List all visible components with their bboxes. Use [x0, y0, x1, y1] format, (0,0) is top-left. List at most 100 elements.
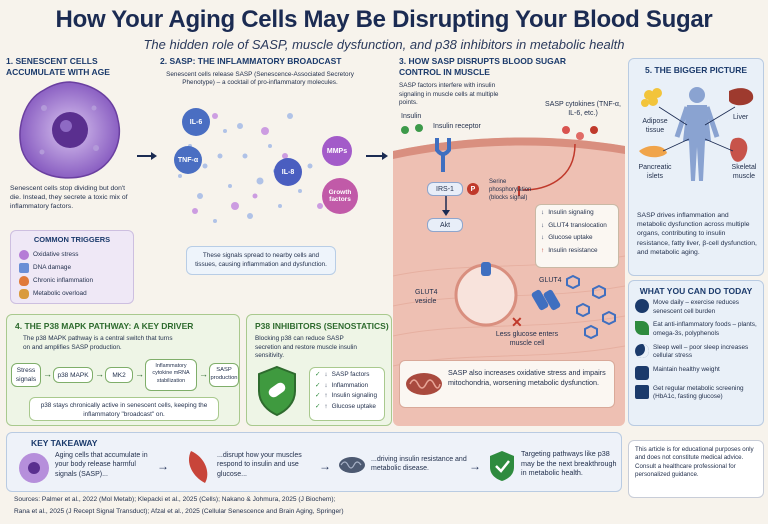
inhibitor-effect-item: ✓↓SASP factors [315, 371, 379, 380]
inhibitor-effect-item: ✓↓Inflammation [315, 382, 379, 391]
oxidative-stress-icon [19, 250, 29, 261]
section-today: WHAT YOU CAN DO TODAY Move daily – exerc… [628, 280, 764, 426]
trigger-item: Chronic inflammation [19, 276, 133, 287]
inhibitors-heading: P38 INHIBITORS (SENOSTATICS) [255, 321, 389, 331]
trigger-item: DNA damage [19, 263, 133, 274]
chain-mrna: Inflammatory cytokine mRNA stabilization [145, 359, 197, 391]
sources-line-1: Sources: Palmer et al., 2022 (Mol Metab)… [14, 496, 336, 503]
down-arrow-icon: ↓ [541, 209, 545, 216]
molecule-il6: IL-6 [182, 108, 210, 136]
less-glucose-label: Less glucose enters muscle cell [495, 331, 559, 348]
check-icon: ✓ [315, 371, 321, 378]
arrow-2-to-3-icon [366, 152, 388, 160]
takeaway-heading: KEY TAKEAWAY [31, 438, 98, 448]
today-item: Get regular metabolic screening (HbA1c, … [635, 384, 761, 402]
organ-pancreas-label: Pancreatic islets [638, 164, 672, 181]
clipboard-icon [635, 384, 649, 399]
section-5-heading: 5. THE BIGGER PICTURE [644, 65, 747, 75]
inhibitor-effect-label: SASP factors [331, 371, 370, 378]
effect-label: GLUT4 translocation [548, 221, 607, 229]
molecule-tnf: TNF-α [174, 146, 202, 174]
shield-check-icon [490, 451, 514, 481]
scale-icon [635, 365, 649, 380]
trigger-label: Oxidative stress [33, 251, 79, 259]
disclaimer-box: This article is for educational purposes… [628, 440, 764, 498]
arrow-1-to-2-icon [137, 152, 157, 160]
chain-arrow-icon: → [43, 369, 52, 379]
takeaway-step-1: Aging cells that accumulate in your body… [55, 452, 148, 478]
chain-arrow-icon: → [199, 369, 208, 379]
up-arrow-icon: ↑ [324, 402, 328, 410]
down-arrow-icon: ↓ [324, 371, 328, 378]
insulin-molecules [401, 124, 423, 134]
page-title: How Your Aging Cells May Be Disrupting Y… [55, 6, 713, 33]
takeaway-step-2: ...disrupt how your muscles respond to i… [217, 452, 302, 478]
serine-phosphorylation-label: Serine phosphorylation (blocks signal) [489, 179, 532, 202]
today-heading: WHAT YOU CAN DO TODAY [639, 286, 753, 296]
today-label: Sleep well – poor sleep increases cellul… [653, 343, 749, 360]
shield-pill-icon [258, 365, 296, 417]
irs-to-akt-arrow [442, 196, 450, 216]
up-arrow-icon: ↑ [324, 392, 328, 400]
check-icon: ✓ [315, 381, 321, 389]
trigger-label: DNA damage [33, 264, 72, 272]
today-label: Maintain healthy weight [653, 365, 720, 373]
today-label: Get regular metabolic screening (HbA1c, … [653, 384, 744, 401]
section-4-heading: 4. THE P38 MAPK PATHWAY: A KEY DRIVER [15, 321, 194, 331]
senescent-cell-illustration [19, 81, 121, 179]
down-arrow-icon: ↓ [541, 221, 545, 229]
section-inhibitors: P38 INHIBITORS (SENOSTATICS) Blocking p3… [246, 314, 392, 426]
inhibitor-effect-label: Insulin signaling [331, 392, 378, 400]
triggers-title: COMMON TRIGGERS [33, 235, 111, 244]
senescent-cell-icon [19, 453, 49, 483]
takeaway-arrow-icon: → [157, 459, 169, 473]
check-icon: ✓ [315, 392, 321, 400]
sasp-cytokines-label: SASP cytokines (TNF-α, IL-6, etc.) [545, 101, 621, 118]
molecule-il8: IL-8 [274, 158, 302, 186]
trigger-item: Oxidative stress [19, 250, 133, 261]
inhibitor-effects-box: ✓↓SASP factors ✓↓Inflammation ✓↑Insulin … [309, 367, 385, 421]
section-muscle: 3. HOW SASP DISRUPTS BLOOD SUGAR CONTROL… [393, 56, 625, 426]
section-1-heading: 1. SENESCENT CELLS ACCUMULATE WITH AGE [6, 56, 110, 77]
dna-icon [19, 263, 29, 274]
effect-item: ↓GLUT4 translocation [541, 222, 613, 231]
effect-item: ↑Insulin resistance [541, 247, 613, 256]
sasp-note-box: These signals spread to nearby cells and… [186, 246, 336, 276]
glut4-transporter-icon [531, 289, 561, 311]
today-item: Sleep well – poor sleep increases cellul… [635, 343, 761, 361]
section-3-text: SASP factors interfere with insulin sign… [399, 82, 499, 107]
effects-box: ↓Insulin signaling ↓GLUT4 translocation … [535, 204, 619, 268]
today-label: Move daily – exercise reduces senescent … [653, 299, 739, 315]
inhibitor-effect-item: ✓↑Glucose uptake [315, 403, 379, 412]
inhibitor-effect-item: ✓↑Insulin signaling [315, 392, 379, 401]
down-arrow-icon: ↓ [541, 234, 545, 242]
trigger-label: Metabolic overload [33, 290, 87, 298]
mitochondria-icon [406, 373, 442, 395]
irs1-node: IRS-1 [427, 182, 463, 196]
takeaway-arrow-icon: → [319, 459, 331, 473]
section-4-text: The p38 MAPK pathway is a central switch… [23, 335, 173, 351]
inhibition-curve-icon [518, 143, 576, 196]
body-organs-illustration [639, 87, 754, 181]
moon-icon [635, 343, 649, 358]
section-1-text: Senescent cells stop dividing but don't … [10, 185, 128, 211]
check-icon: ✓ [315, 402, 321, 410]
inhibitor-effect-label: Inflammation [331, 381, 369, 389]
triggers-box: COMMON TRIGGERS Oxidative stress DNA dam… [10, 230, 134, 304]
insulin-receptor-icon [435, 138, 451, 172]
cytokine-particles [562, 126, 598, 140]
mitochondria-text: SASP also increases oxidative stress and… [448, 368, 606, 387]
chain-p38-mapk: p38 MAPK [53, 367, 93, 383]
section-2-heading: 2. SASP: THE INFLAMMATORY BROADCAST [160, 56, 342, 66]
organ-adipose-label: Adipose tissue [642, 118, 668, 135]
chain-sasp-production: SASP production [209, 363, 239, 387]
section-2-text: Senescent cells release SASP (Senescence… [166, 70, 354, 87]
effect-item: ↓Insulin signaling [541, 209, 613, 218]
up-arrow-icon: ↑ [541, 246, 545, 254]
effect-label: Insulin signaling [548, 209, 594, 216]
inhibitors-text: Blocking p38 can reduce SASP secretion a… [255, 335, 357, 360]
today-item: Eat anti-inflammatory foods – plants, om… [635, 321, 761, 338]
chain-arrow-icon: → [135, 369, 144, 379]
organ-liver-label: Liver [733, 114, 749, 121]
chain-stress-signals: Stress signals [11, 363, 41, 387]
